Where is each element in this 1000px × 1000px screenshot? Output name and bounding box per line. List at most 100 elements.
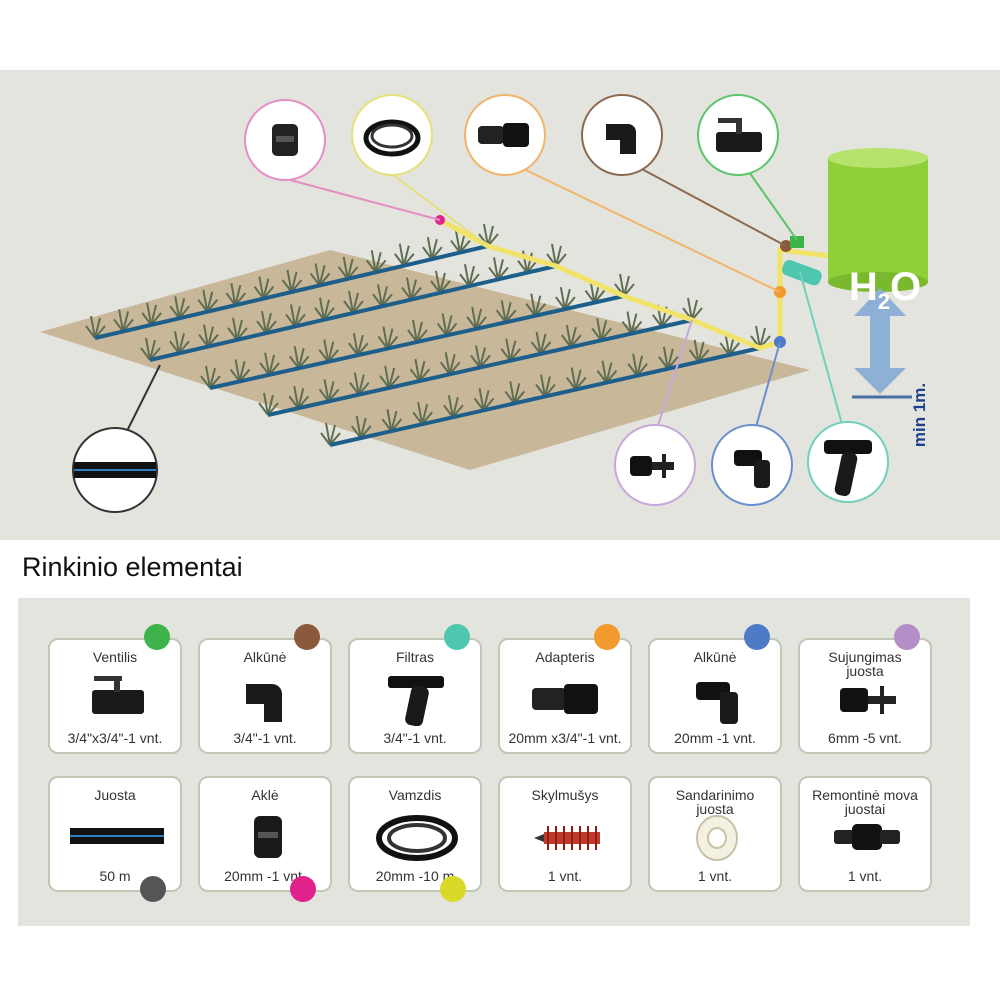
plant bbox=[225, 282, 247, 306]
item-card: Juosta 50 m bbox=[48, 776, 182, 892]
plant bbox=[393, 243, 415, 267]
water-tank bbox=[828, 148, 928, 292]
drip-tape-lines bbox=[94, 244, 761, 447]
plant bbox=[495, 300, 517, 323]
plant bbox=[314, 297, 335, 321]
plant bbox=[439, 352, 461, 375]
item-card: Vamzdis 20mm -10 m bbox=[348, 776, 482, 892]
callout-tape-connector bbox=[614, 424, 696, 506]
item-quantity: 50 m bbox=[99, 868, 131, 884]
color-marker bbox=[294, 624, 320, 650]
plant bbox=[365, 250, 387, 273]
plant bbox=[372, 284, 393, 307]
irrigation-scene: H2O min 1m. bbox=[0, 70, 1000, 540]
plant bbox=[349, 372, 370, 396]
callout-elbow-20 bbox=[711, 424, 793, 506]
item-quantity: 20mm -1 vnt. bbox=[674, 730, 756, 746]
item-quantity: 1 vnt. bbox=[547, 868, 583, 884]
callout-drip-tape bbox=[72, 427, 158, 513]
item-card: Alkūnė 3/4"-1 vnt. bbox=[198, 638, 332, 754]
plant bbox=[651, 304, 673, 328]
item-name: Alkūnė bbox=[243, 649, 287, 665]
tank-label: H2O bbox=[848, 265, 922, 314]
item-name: Ventilis bbox=[92, 649, 138, 665]
plant bbox=[169, 296, 190, 319]
tape-connector-icon bbox=[820, 672, 914, 726]
plant bbox=[500, 338, 522, 362]
plant bbox=[614, 273, 635, 297]
plant bbox=[141, 302, 162, 326]
section-title: Rinkinio elementai bbox=[22, 552, 243, 582]
plant bbox=[288, 386, 310, 409]
callout-pipe-coil bbox=[351, 94, 433, 176]
plant bbox=[337, 256, 359, 280]
item-quantity: 1 vnt. bbox=[847, 868, 883, 884]
plant bbox=[430, 270, 451, 294]
plant bbox=[459, 263, 480, 287]
color-marker bbox=[744, 624, 770, 650]
plant bbox=[621, 311, 643, 335]
plant bbox=[409, 358, 431, 382]
plant bbox=[470, 345, 491, 369]
plant bbox=[682, 297, 703, 321]
plant bbox=[466, 306, 487, 330]
height-arrow-icon bbox=[852, 288, 912, 399]
plant bbox=[259, 352, 280, 376]
color-marker bbox=[894, 624, 920, 650]
plant bbox=[555, 286, 576, 310]
item-quantity: 20mm -1 vnt. bbox=[224, 868, 306, 884]
color-marker bbox=[290, 876, 316, 902]
plant bbox=[381, 408, 403, 432]
item-name: Adapteris bbox=[535, 649, 595, 665]
hole-punch-icon bbox=[520, 810, 614, 864]
item-quantity: 20mm -10 m bbox=[375, 868, 455, 884]
pipe-coil-icon bbox=[370, 810, 464, 864]
plant bbox=[473, 388, 495, 411]
plant-rows bbox=[85, 223, 771, 446]
valve-icon bbox=[70, 672, 164, 726]
plant bbox=[281, 269, 303, 293]
callout-adapter bbox=[464, 94, 546, 176]
callout-elbow bbox=[581, 94, 663, 176]
item-quantity: 3/4"-1 vnt. bbox=[233, 730, 297, 746]
item-quantity: 3/4"x3/4"-1 vnt. bbox=[67, 730, 163, 746]
plant bbox=[318, 379, 340, 403]
plant bbox=[561, 324, 582, 348]
plant bbox=[436, 313, 458, 337]
plant bbox=[450, 230, 471, 254]
plant bbox=[379, 365, 400, 389]
plant bbox=[253, 276, 275, 300]
plant bbox=[478, 223, 499, 247]
callout-filter bbox=[807, 421, 889, 503]
plant bbox=[229, 359, 251, 383]
plant bbox=[565, 367, 587, 391]
elbow-20-icon bbox=[670, 672, 764, 726]
plant bbox=[197, 289, 219, 313]
plant bbox=[412, 402, 433, 425]
plant bbox=[525, 293, 547, 317]
plant bbox=[318, 339, 340, 363]
plant bbox=[750, 325, 771, 349]
items-panel: Ventilis 3/4"x3/4"-1 vnt. Alkūnė 3/4"-1 vnt… bbox=[18, 598, 970, 926]
color-marker bbox=[444, 624, 470, 650]
item-name: Juosta bbox=[94, 787, 136, 803]
plant bbox=[407, 319, 428, 343]
color-marker bbox=[594, 624, 620, 650]
color-marker bbox=[140, 876, 166, 902]
item-name: Vamzdis bbox=[388, 787, 442, 803]
plant bbox=[546, 243, 567, 267]
plant bbox=[343, 290, 364, 314]
repair-coupling-icon bbox=[820, 810, 914, 864]
plant bbox=[584, 280, 606, 304]
sealing-tape-icon bbox=[670, 810, 764, 864]
plant bbox=[658, 346, 679, 370]
item-card: Ventilis 3/4"x3/4"-1 vnt. bbox=[48, 638, 182, 754]
